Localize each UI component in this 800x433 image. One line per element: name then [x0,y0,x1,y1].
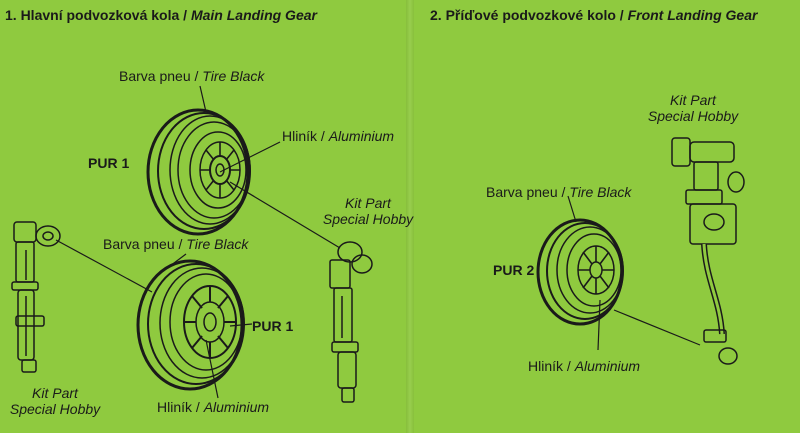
pur1-label-lower: PUR 1 [252,318,294,334]
main-wheel-lower [136,259,245,391]
main-gear-leg-left [11,221,61,373]
pur2-label: PUR 2 [493,262,535,278]
main-gear-leg-right [329,241,373,403]
leader-line [613,309,701,346]
page-fold [406,0,414,433]
pur1-label-upper: PUR 1 [88,155,130,171]
tire-label-upper: Barva pneu / Tire Black [119,68,265,84]
section-title-front-cz: 2. Příďové podvozkové kolo / [430,7,624,23]
leader-line [567,195,577,223]
main-wheel-upper [146,108,251,236]
alu-label-front: Hliník / Aluminium [528,358,641,374]
leader-line [55,239,153,293]
kit-part-label-left: Kit Part Special Hobby [9,385,101,417]
kit-part-label-right: Kit Part Special Hobby [322,195,414,227]
tire-label-front: Barva pneu / Tire Black [486,184,632,200]
kit-part-label-front: Kit Part Special Hobby [647,92,739,124]
section-title-front-en: Front Landing Gear [627,7,758,23]
front-gear-leg [671,137,745,365]
leader-line [597,299,601,351]
leader-line [229,181,341,249]
section-title-main-en: Main Landing Gear [190,7,317,23]
alu-label-lower: Hliník / Aluminium [157,399,270,415]
leader-line [199,85,207,113]
section-title-front: 2. Příďové podvozkové kolo / Front Landi… [430,7,757,23]
tire-label-lower: Barva pneu / Tire Black [103,236,249,252]
section-title-main-cz: 1. Hlavní podvozková kola / [5,7,188,23]
front-wheel [536,218,624,326]
section-title-main: 1. Hlavní podvozková kola / Main Landing… [5,7,317,23]
alu-label-upper: Hliník / Aluminium [282,128,395,144]
